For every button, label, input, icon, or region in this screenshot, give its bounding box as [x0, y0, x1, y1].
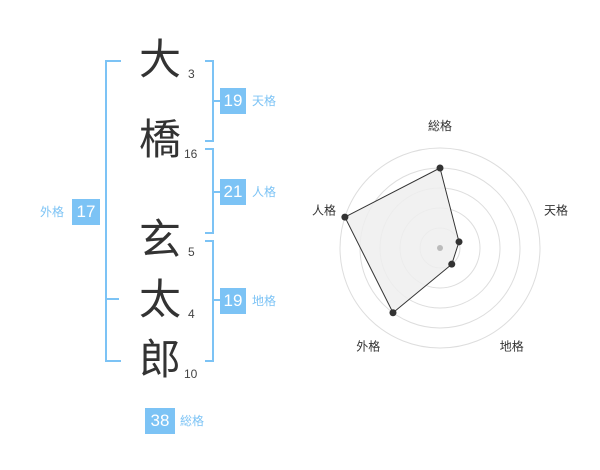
tenkaku-tick [212, 100, 220, 102]
name-char-3: 玄 [138, 215, 181, 264]
stroke-count-4: 4 [188, 307, 195, 321]
jinkaku-tick [212, 191, 220, 193]
radar-axis-label-3: 地格 [500, 339, 524, 354]
radar-point-4 [389, 309, 397, 317]
radar-point-1 [436, 164, 444, 172]
radar-center-dot [437, 245, 443, 251]
gaikaku-label: 外格 [40, 205, 65, 219]
radar-axis-label-4: 外格 [356, 339, 380, 354]
tenkaku-badge: 19 [220, 88, 246, 114]
radar-axis-label-5: 人格 [312, 202, 336, 217]
stroke-count-1: 3 [188, 67, 195, 81]
chikaku-label: 地格 [252, 294, 277, 308]
name-char-4: 太 [138, 275, 181, 324]
soukaku-badge: 38 [145, 408, 175, 434]
radar-series-area [344, 167, 460, 314]
radar-points [341, 164, 463, 317]
tenkaku-label: 天格 [252, 94, 277, 108]
name-char-1: 大 [138, 35, 181, 84]
jinkaku-label: 人格 [252, 185, 277, 199]
radar-grid-ring [339, 147, 541, 349]
radar-point-3 [448, 260, 456, 268]
radar-axis-label-2: 天格 [544, 202, 568, 217]
stroke-count-5: 10 [184, 367, 198, 381]
name-char-5: 郎 [138, 335, 181, 384]
gaikaku-badge: 17 [72, 199, 100, 225]
chikaku-tick [212, 299, 220, 301]
radar-point-2 [455, 238, 463, 246]
chikaku-bracket [205, 240, 214, 362]
gaikaku-bracket [105, 60, 121, 362]
soukaku-label: 総格 [180, 414, 205, 428]
name-char-2: 橋 [138, 115, 181, 164]
stroke-count-3: 5 [188, 245, 195, 259]
jinkaku-badge: 21 [220, 179, 246, 205]
gaikaku-split-tick [107, 298, 119, 300]
radar-axis-label-1: 総格 [428, 118, 452, 133]
radar-point-5 [341, 213, 349, 221]
stroke-count-2: 16 [184, 147, 198, 161]
chikaku-badge: 19 [220, 288, 246, 314]
